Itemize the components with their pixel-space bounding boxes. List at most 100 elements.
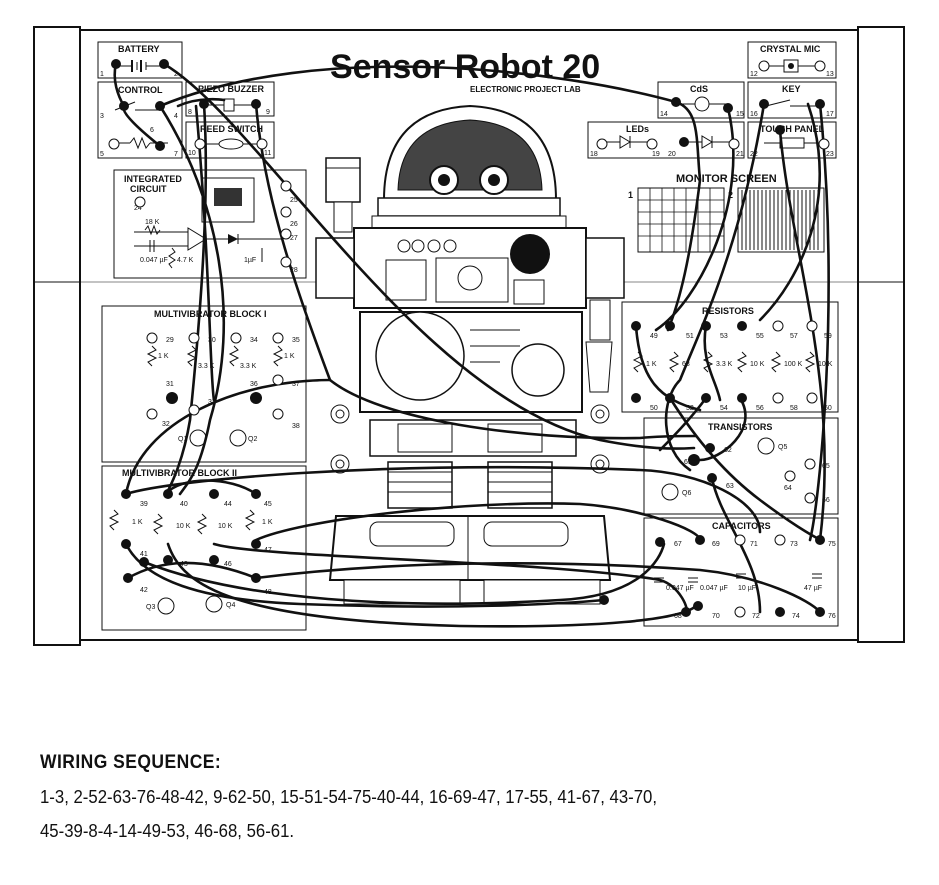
svg-text:24: 24 (134, 205, 142, 212)
svg-text:20: 20 (668, 151, 676, 158)
q4-label: Q4 (226, 602, 235, 609)
resistors-block: RESISTORS 1 K 68 3.3 K 10 K 100 K 10 K 4… (621, 301, 839, 413)
svg-text:23: 23 (826, 151, 834, 158)
svg-text:72: 72 (752, 613, 760, 620)
reed-switch-label: REED SWITCH (200, 124, 263, 134)
key-label: KEY (782, 84, 801, 94)
mv1-r3-value: 3.3 K (240, 363, 257, 370)
svg-text:29: 29 (166, 337, 174, 344)
crystal-mic-label: CRYSTAL MIC (760, 44, 821, 54)
svg-text:6: 6 (150, 127, 154, 134)
res-1-value: 1 K (646, 361, 657, 368)
mv2-r1-value: 1 K (132, 519, 143, 526)
svg-text:40: 40 (180, 501, 188, 508)
terminal-springs (108, 59, 830, 618)
ic-r1-value: 18 K (145, 219, 160, 226)
svg-text:63: 63 (726, 483, 734, 490)
svg-text:18: 18 (590, 151, 598, 158)
svg-text:31: 31 (166, 381, 174, 388)
svg-text:19: 19 (652, 151, 660, 158)
crystal-mic-block: CRYSTAL MIC 12 13 (747, 41, 837, 79)
mv2-r3-value: 10 K (218, 523, 233, 530)
res-5-value: 100 K (784, 361, 803, 368)
res-6-value: 10 K (818, 361, 833, 368)
multivibrator-block-2: MULTIVIBRATOR BLOCK II 1 K 10 K 10 K 1 K… (101, 465, 307, 631)
svg-text:14: 14 (660, 111, 668, 118)
battery-label: BATTERY (118, 44, 160, 54)
cap-3-value: 10 µF (738, 585, 756, 592)
ic-c1-value: 0.047 µF (140, 257, 168, 264)
svg-text:50: 50 (650, 405, 658, 412)
svg-text:58: 58 (790, 405, 798, 412)
svg-text:27: 27 (290, 235, 298, 242)
board-left-rail (33, 26, 81, 646)
wiring-sequence-line-1: 1-3, 2-52-63-76-48-42, 9-62-50, 15-51-54… (40, 787, 657, 807)
svg-text:64: 64 (784, 485, 792, 492)
svg-text:61: 61 (684, 459, 692, 466)
svg-text:41: 41 (140, 551, 148, 558)
svg-text:76: 76 (828, 613, 836, 620)
battery-block: BATTERY 1 2 (97, 41, 183, 79)
svg-text:45: 45 (264, 501, 272, 508)
svg-text:1: 1 (100, 71, 104, 78)
svg-text:30: 30 (208, 337, 216, 344)
svg-text:13: 13 (826, 71, 834, 78)
cds-label: CdS (690, 84, 708, 94)
svg-text:54: 54 (720, 405, 728, 412)
svg-text:25: 25 (290, 197, 298, 204)
svg-text:56: 56 (756, 405, 764, 412)
svg-text:60: 60 (824, 405, 832, 412)
ic-label-1: INTEGRATED (124, 174, 182, 184)
mv1-r4-value: 1 K (284, 353, 295, 360)
svg-text:66: 66 (822, 497, 830, 504)
wiring-sequence-line-2: 45-39-8-4-14-49-53, 46-68, 56-61. (40, 821, 295, 841)
wires (113, 62, 830, 628)
control-label: CONTROL (118, 85, 163, 95)
q6-label: Q6 (682, 490, 691, 497)
wiring-sequence: WIRING SEQUENCE: 1-3, 2-52-63-76-48-42, … (40, 752, 920, 848)
cap-2-value: 0.047 µF (700, 585, 728, 592)
resistors-label: RESISTORS (702, 306, 754, 316)
svg-text:49: 49 (650, 333, 658, 340)
svg-text:32: 32 (162, 421, 170, 428)
svg-text:37: 37 (292, 381, 300, 388)
res-3-value: 3.3 K (716, 361, 733, 368)
svg-text:15: 15 (736, 111, 744, 118)
svg-text:12: 12 (750, 71, 758, 78)
svg-text:11: 11 (264, 150, 271, 157)
svg-text:2: 2 (174, 71, 178, 78)
svg-text:65: 65 (822, 463, 830, 470)
svg-text:51: 51 (686, 333, 694, 340)
svg-text:16: 16 (750, 111, 758, 118)
svg-text:71: 71 (750, 541, 758, 548)
ic-c2-value: 1µF (244, 257, 256, 264)
integrated-circuit-block: INTEGRATED CIRCUIT 18 K 0.047 µF 4.7 K 1… (113, 169, 307, 279)
svg-text:74: 74 (792, 613, 800, 620)
svg-text:10: 10 (188, 150, 196, 157)
svg-text:38: 38 (292, 423, 300, 430)
svg-text:68: 68 (674, 613, 682, 620)
svg-text:26: 26 (290, 221, 298, 228)
multivibrator-2-label: MULTIVIBRATOR BLOCK II (122, 468, 237, 478)
svg-text:5: 5 (100, 151, 104, 158)
mv2-r2-value: 10 K (176, 523, 191, 530)
svg-text:73: 73 (790, 541, 798, 548)
board-subtitle: ELECTRONIC PROJECT LAB (470, 85, 581, 94)
svg-text:53: 53 (720, 333, 728, 340)
svg-text:7: 7 (174, 151, 178, 158)
svg-text:70: 70 (712, 613, 720, 620)
svg-text:4: 4 (174, 113, 178, 120)
circuit-board: Sensor Robot 20 ELECTRONIC PROJECT LAB B… (33, 26, 905, 646)
mv2-r4-value: 1 K (262, 519, 273, 526)
svg-text:8: 8 (188, 109, 192, 116)
q5-label: Q5 (778, 444, 787, 451)
svg-text:34: 34 (250, 337, 258, 344)
board-right-rail (857, 26, 905, 643)
multivibrator-block-1: MULTIVIBRATOR BLOCK I 1 K 3.3 K 3.3 K 1 … (101, 305, 307, 463)
svg-text:62: 62 (724, 447, 732, 454)
touch-panel-label: TOUCH PANEL (760, 124, 825, 134)
svg-text:17: 17 (826, 111, 834, 118)
cap-1-value: 0.047 µF (666, 585, 694, 592)
q1-label: Q1 (178, 436, 187, 443)
ic-label-2: CIRCUIT (130, 184, 167, 194)
